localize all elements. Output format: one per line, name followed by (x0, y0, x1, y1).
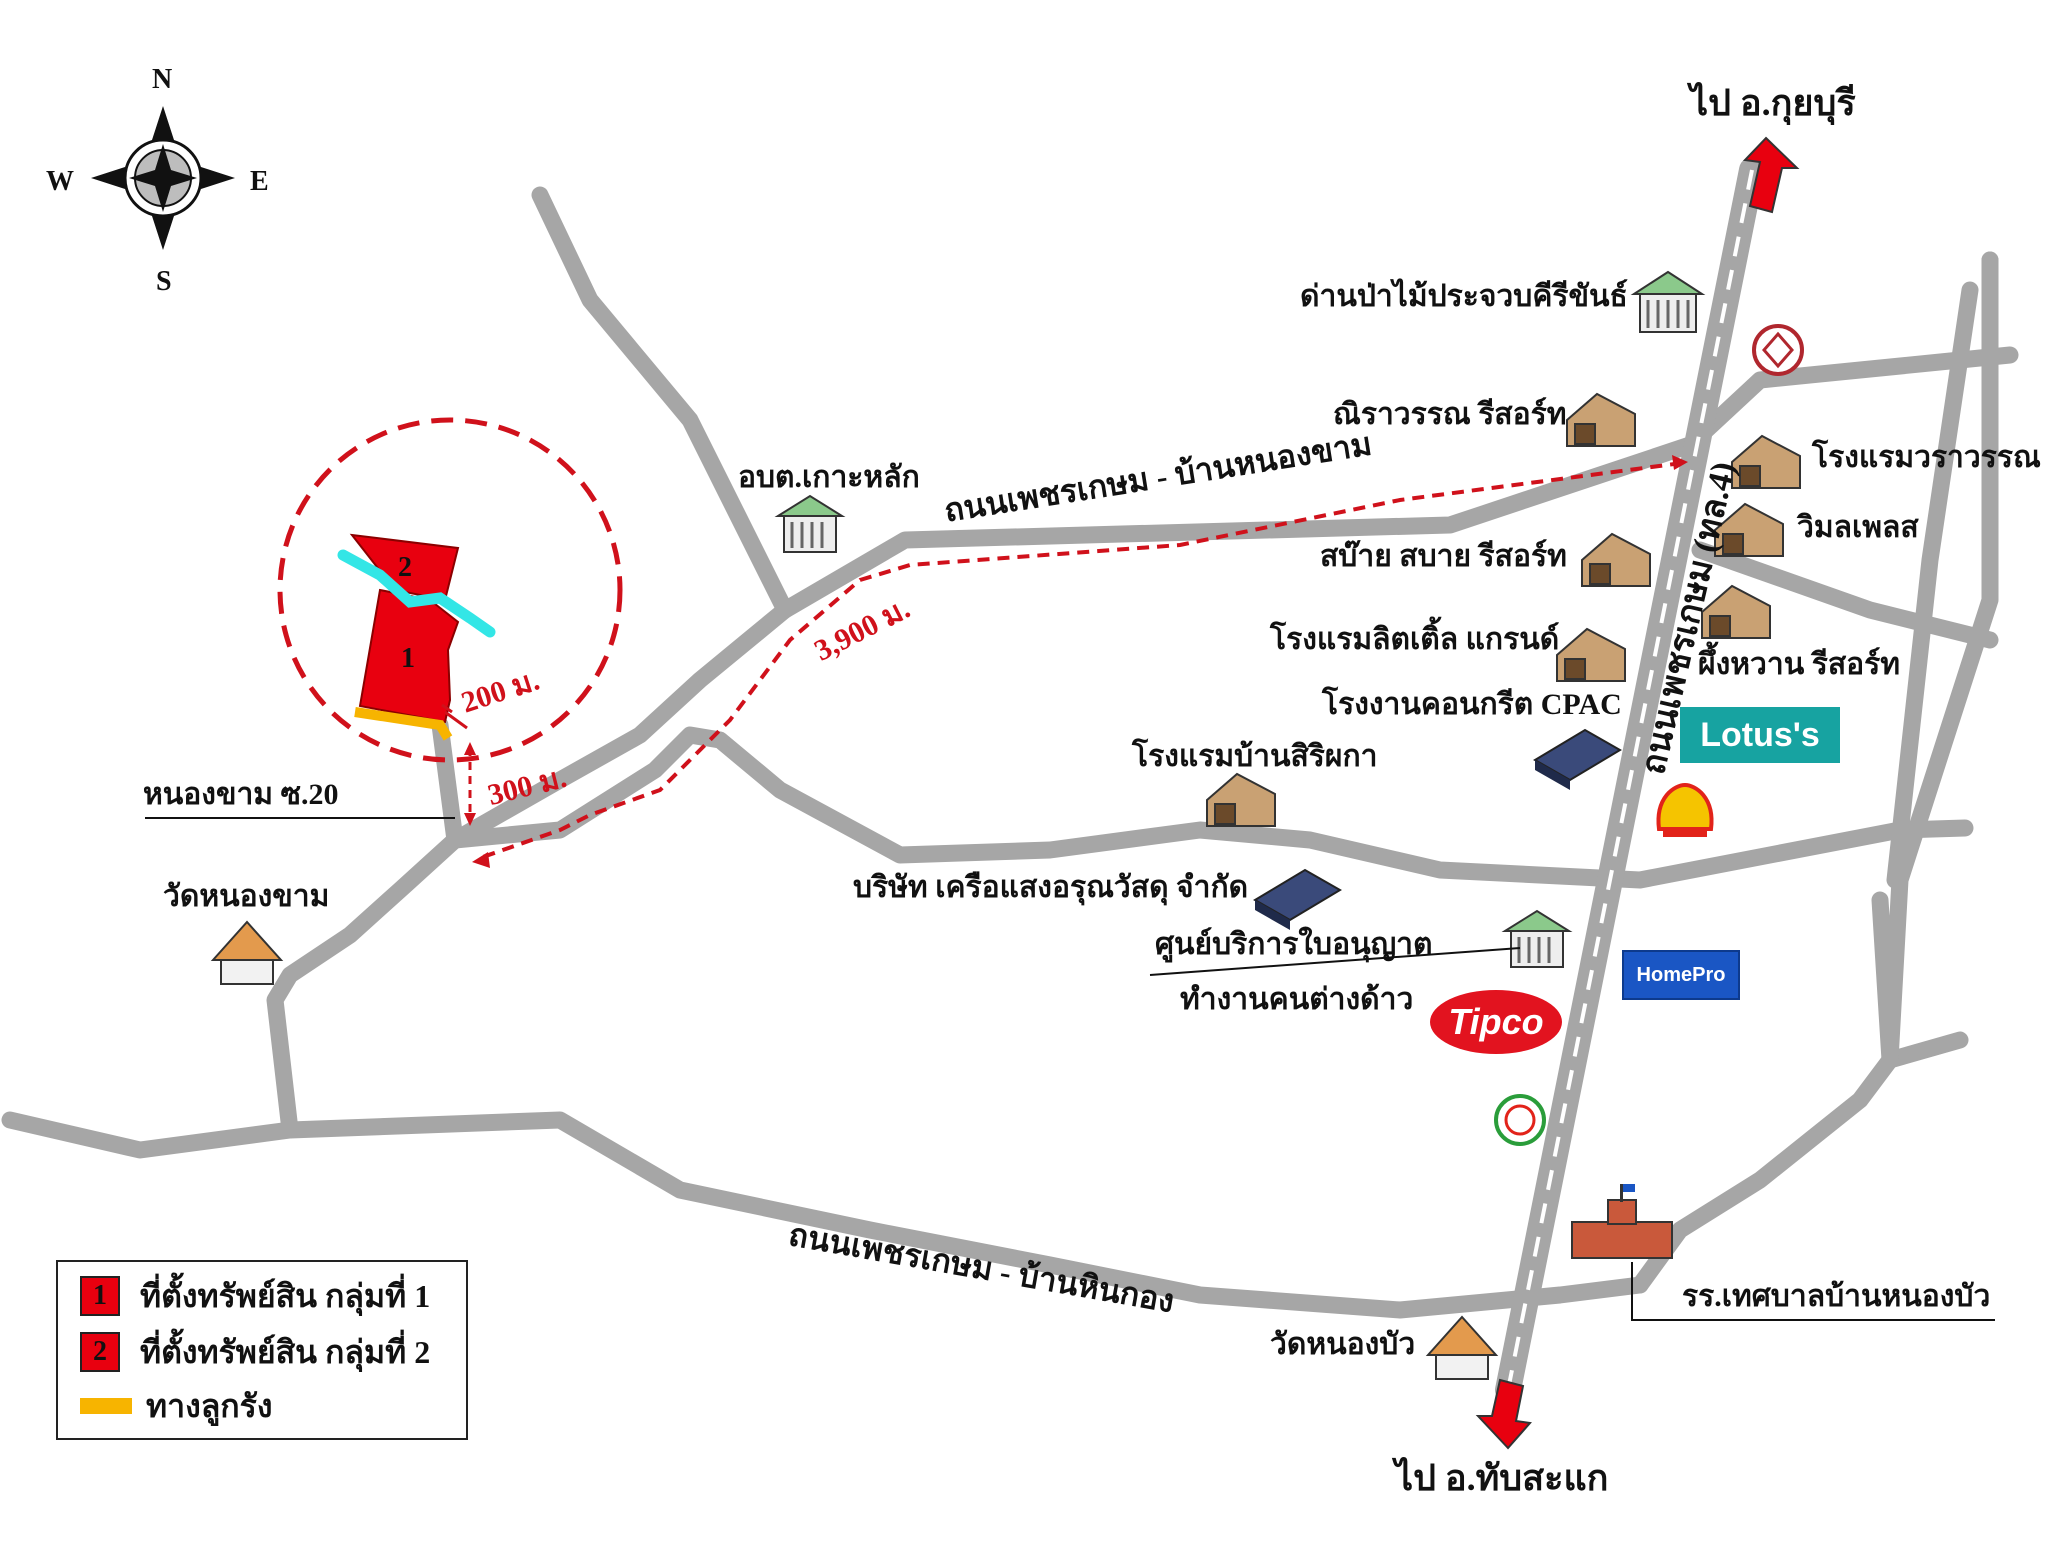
resort-house-icons (1206, 392, 1801, 827)
road-east-right-upper (1691, 541, 1999, 649)
stream (337, 549, 496, 638)
factory-kruesang-icon (1253, 868, 1342, 930)
label-wat-nongkham: วัดหนองขาม (163, 880, 330, 913)
house-sirisapha-icon (1206, 772, 1276, 827)
house-phueng-icon (1701, 584, 1771, 639)
homepro-logo: HomePro (1622, 950, 1740, 1000)
lotus-logo-text: Lotus's (1700, 715, 1820, 754)
label-wat-nongbua: วัดหนองบัว (1270, 1328, 1416, 1361)
label-little-grand: โรงแรมลิตเติ้ล แกรนด์ (1270, 623, 1560, 656)
road-east-lower (1631, 1031, 1969, 1294)
legend-text-dirt-road: ทางลูกรัง (146, 1387, 273, 1424)
house-worawan-icon (1731, 434, 1801, 489)
highway-4 (1475, 136, 1800, 1450)
legend-swatch-dirt-road (80, 1398, 132, 1414)
label-nirawan: ณิราวรรณ รีสอร์ท (1333, 398, 1567, 431)
road-right-vertical-2 (1886, 281, 1979, 889)
plot-2-number: 2 (398, 552, 412, 583)
route-arrow-east-icon (1672, 455, 1688, 470)
shell-logo-icon (1656, 782, 1714, 837)
legend-item-plot1: 1 ที่ตั้งทรัพย์สิน กลุ่มที่ 1 (80, 1274, 430, 1318)
mg-logo-icon (1752, 324, 1804, 376)
temple-nongbua-icon (1425, 1315, 1499, 1380)
road-nongkham-link (266, 831, 464, 1139)
label-school: รร.เทศบาลบ้านหนองบัว (1682, 1280, 1991, 1313)
compass-east-label: E (250, 166, 269, 197)
service-center-pointer-line (1149, 947, 1521, 976)
distance-200-marker (441, 703, 468, 730)
label-sabai: สบ๊าย สบาย รีสอร์ท (1320, 540, 1567, 573)
tipco-logo: Tipco (1430, 990, 1562, 1054)
label-cpac: โรงงานคอนกรีต CPAC (1322, 688, 1622, 721)
arrow-north-icon (1742, 136, 1800, 214)
label-wimon: วิมลเพลส (1797, 511, 1919, 544)
road-upper-main (446, 436, 1699, 849)
route-3900m (479, 461, 1683, 860)
road-nw-vertical-east (1871, 891, 1899, 1069)
site-radius-circle (277, 417, 623, 763)
route-arrow-west-icon (472, 852, 490, 868)
road-soi20 (431, 716, 464, 849)
homepro-logo-text: HomePro (1636, 963, 1726, 986)
legend-text-plot2: ที่ตั้งทรัพย์สิน กลุ่มที่ 2 (140, 1333, 431, 1370)
label-service-center-1: ศูนย์บริการใบอนุญาต (1155, 928, 1433, 961)
lotus-logo: Lotus's (1680, 707, 1840, 763)
pt-logo-icon (1494, 1094, 1546, 1146)
school-pointer-line (1631, 1262, 1995, 1321)
tipco-logo-text: Tipco (1448, 1001, 1544, 1042)
road-network (1, 186, 2019, 1319)
road-east-vertical (1881, 251, 1999, 1069)
label-worawan: โรงแรมวราวรรณ (1812, 441, 2041, 474)
compass-south-label: S (156, 266, 172, 297)
government-building-icon (774, 494, 846, 553)
plot-1-number: 1 (401, 643, 415, 674)
legend-item-plot2: 2 ที่ตั้งทรัพย์สิน กลุ่มที่ 2 (80, 1330, 430, 1374)
house-wimon-icon (1714, 502, 1784, 557)
dirt-road (354, 707, 453, 741)
map-legend: 1 ที่ตั้งทรัพย์สิน กลุ่มที่ 1 2 ที่ตั้งท… (56, 1260, 468, 1440)
temple-nongkham-icon (210, 920, 284, 985)
label-kruesang: บริษัท เครือแสงอรุณวัสดุ จำกัด (853, 871, 1249, 904)
factory-cpac-icon (1533, 728, 1622, 790)
legend-swatch-plot1: 1 (80, 1276, 120, 1316)
legend-text-plot1: ที่ตั้งทรัพย์สิน กลุ่มที่ 1 (140, 1277, 431, 1314)
compass-rose-icon (91, 106, 235, 250)
label-phueng: ผึ้งหวาน รีสอร์ท (1698, 648, 1901, 681)
compass-north-label: N (152, 64, 173, 95)
road-west-spur (1, 1111, 1649, 1319)
legend-swatch-plot2: 2 (80, 1332, 120, 1372)
label-service-center-2: ทำงานคนต่างด้าว (1180, 983, 1414, 1016)
soi-label: หนองขาม ซ.20 (143, 778, 339, 811)
arrow-south-icon (1475, 1378, 1532, 1450)
direction-label-south: ไป อ.ทับสะแก (1395, 1458, 1609, 1498)
label-obt: อบต.เกาะหลัก (738, 461, 920, 494)
label-forest-checkpoint: ด่านป่าไม้ประจวบคีรีขันธ์ (1300, 280, 1628, 313)
label-sirisapha: โรงแรมบ้านสิริผกา (1132, 740, 1378, 773)
service-center-building-icon (1501, 909, 1573, 968)
house-little-grand-icon (1556, 627, 1626, 682)
forest-office-icon (1630, 270, 1706, 333)
house-nirawan-icon (1566, 392, 1636, 447)
compass-west-label: W (46, 166, 74, 197)
school-icon (1571, 1184, 1673, 1259)
direction-label-north: ไป อ.กุยบุรี (1690, 83, 1856, 123)
house-sabai-icon (1581, 532, 1651, 587)
legend-item-dirt-road: ทางลูกรัง (80, 1384, 272, 1428)
road-northwest-branch (531, 186, 794, 619)
